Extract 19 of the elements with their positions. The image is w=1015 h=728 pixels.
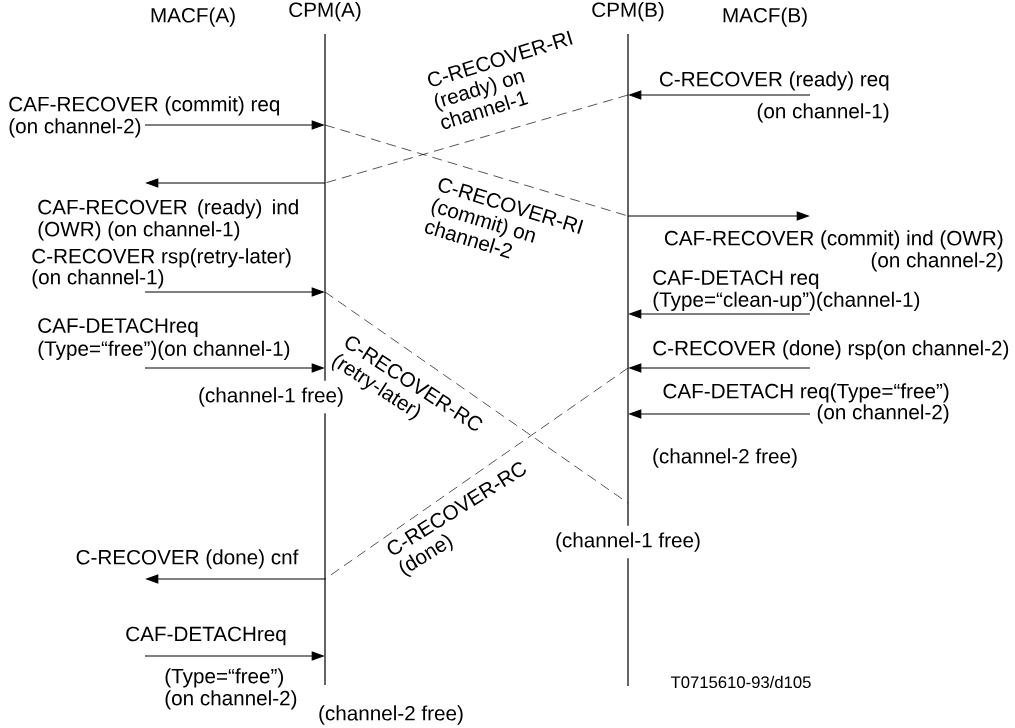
message-label: C-RECOVER (ready) req (on channel-1) xyxy=(659,71,889,123)
message-label: CAF-DETACHreq xyxy=(126,626,286,646)
status-note: (channel-1 free) xyxy=(555,525,701,559)
dashed-message-line xyxy=(324,124,629,217)
message-label: C-RECOVER rsp(retry-later) (on channel-1) xyxy=(32,248,291,289)
dashed-message-line xyxy=(324,291,629,504)
message-label: CAF-RECOVER (commit) req (on channel-2) xyxy=(9,96,280,138)
message-label: CAF-DETACH req(Type=“free”) (on channel-2) xyxy=(663,383,949,424)
dashed-message-line xyxy=(324,367,629,580)
message-label: CAF-DETACHreq (Type=“free”)(on channel-1) xyxy=(38,318,290,360)
status-note: (channel-2 free) xyxy=(319,705,463,725)
message-label: C-RECOVER (done) cnf xyxy=(76,549,299,569)
status-note: (channel-2 free) xyxy=(653,448,797,468)
participant-label: MACF(A) xyxy=(151,7,235,27)
message-label: CAF-RECOVER (ready) ind (OWR) (on channel-1) xyxy=(38,199,298,241)
message-label: C-RECOVER (done) rsp(on channel-2) xyxy=(653,340,1009,360)
participant-label: MACF(B) xyxy=(723,7,807,27)
message-note: (Type=“free”) (on channel-2) xyxy=(165,668,297,710)
dashed-message-line xyxy=(324,94,629,184)
